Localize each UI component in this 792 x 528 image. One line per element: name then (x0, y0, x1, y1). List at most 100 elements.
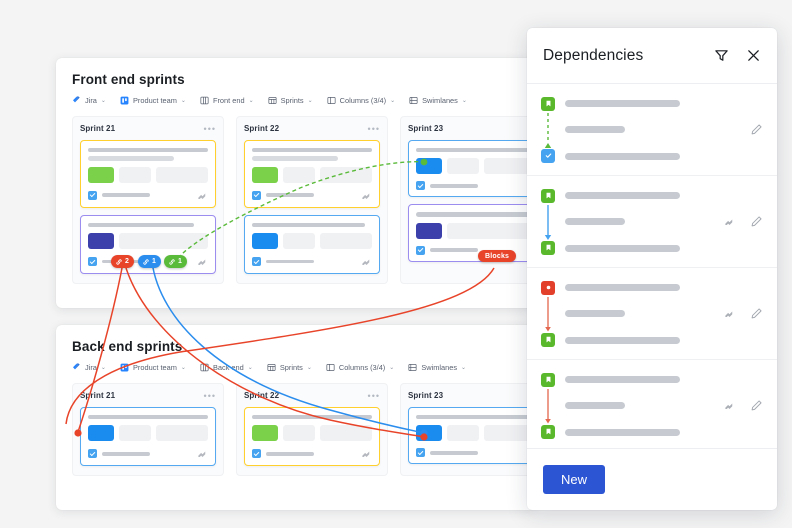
dependency-row[interactable] (527, 176, 777, 268)
card-footer (416, 181, 536, 191)
issue-card[interactable] (408, 140, 536, 198)
edit-pencil-icon[interactable] (750, 123, 763, 136)
card-footer (252, 190, 372, 201)
toolbar-item-columns[interactable]: Columns (3/4) ⌄ (326, 363, 394, 372)
toolbar-label: Sprints (279, 363, 303, 372)
toolbar-item-jira[interactable]: Jira ⌄ (72, 363, 106, 372)
toolbar-item-jira[interactable]: Jira ⌄ (72, 96, 106, 105)
card-chip (447, 222, 536, 239)
card-footer (88, 190, 208, 201)
dependency-line (565, 244, 680, 252)
card-chip (320, 166, 372, 183)
chevron-down-icon: ⌄ (180, 364, 186, 371)
column-menu-button[interactable]: ••• (367, 390, 380, 401)
close-icon[interactable] (746, 48, 761, 63)
card-chip (484, 158, 536, 175)
column-menu-button[interactable]: ••• (367, 123, 380, 134)
toolbar-label: Swimlanes (422, 96, 458, 105)
card-chip-row (416, 425, 536, 442)
dependency-row[interactable] (527, 84, 777, 176)
column-menu-button[interactable]: ••• (203, 390, 216, 401)
card-chip-row (88, 233, 208, 250)
dependency-badge-red[interactable]: 2 (111, 255, 134, 268)
chevron-down-icon: ⌄ (461, 364, 467, 371)
new-dependency-button[interactable]: New (543, 465, 606, 494)
link-icon (143, 258, 149, 265)
board-title: Front end sprints (72, 72, 185, 87)
toolbar-label: Product team (132, 96, 177, 105)
filter-icon[interactable] (714, 48, 729, 63)
task-icon (88, 190, 97, 200)
issue-card[interactable] (244, 214, 380, 275)
card-swatch (416, 425, 442, 442)
chevron-down-icon: ⌄ (390, 97, 396, 104)
dependency-arrow-blue (544, 204, 552, 240)
toolbar-item-product-team[interactable]: Product team ⌄ (120, 96, 186, 105)
dependency-line (565, 428, 680, 436)
toolbar-item-product-team[interactable]: Product team ⌄ (120, 363, 186, 372)
edit-pencil-icon[interactable] (750, 399, 763, 412)
board-icon (120, 363, 129, 372)
edit-pencil-icon[interactable] (750, 307, 763, 320)
card-line (102, 452, 150, 456)
story-icon (541, 332, 555, 347)
toolbar-item-swimlanes[interactable]: Swimlanes ⌄ (408, 363, 466, 372)
card-swatch (88, 166, 114, 183)
column-sprint-21: Sprint 21 ••• (72, 383, 224, 477)
dependency-row[interactable] (527, 268, 777, 360)
column-menu-button[interactable]: ••• (203, 123, 216, 134)
dependency-arrow-red (545, 296, 551, 331)
column-header: Sprint 21 ••• (80, 124, 216, 133)
issue-card[interactable] (408, 407, 536, 465)
jira-icon (73, 363, 80, 370)
toolbar-item-sprints[interactable]: Sprints ⌄ (267, 363, 312, 372)
issue-card[interactable] (80, 407, 216, 467)
task-icon (416, 245, 425, 255)
card-chip (119, 233, 208, 250)
task-icon (416, 181, 425, 191)
column-title: Sprint 22 (244, 124, 280, 133)
card-line (88, 156, 175, 161)
card-swatch (88, 425, 114, 442)
issue-card[interactable] (80, 140, 216, 208)
panel-actions (714, 48, 761, 63)
dependency-line (565, 152, 680, 160)
card-chip-row (252, 166, 372, 183)
dependency-row[interactable] (527, 360, 777, 448)
dependency-text-lines (565, 373, 715, 439)
edit-pencil-icon[interactable] (750, 215, 763, 228)
badge-count: 1 (152, 258, 156, 265)
card-line (416, 148, 536, 153)
table-icon (267, 364, 276, 371)
toolbar-item-sprints[interactable]: Sprints ⌄ (268, 96, 313, 105)
card-chip (320, 425, 372, 442)
card-chip-row (416, 158, 536, 175)
dependency-row-actions (750, 123, 763, 136)
issue-card[interactable] (244, 140, 380, 208)
dependency-line (565, 336, 680, 344)
blocks-pill[interactable]: Blocks (478, 250, 517, 262)
card-chip (283, 166, 316, 183)
swimlane-icon (408, 364, 417, 371)
dependency-badge-green[interactable]: 1 (164, 255, 187, 268)
issue-card[interactable] (244, 407, 380, 467)
card-line (266, 452, 314, 456)
story-icon (541, 424, 555, 439)
toolbar-item-front-end[interactable]: Front end ⌄ (200, 96, 254, 105)
toolbar-item-columns[interactable]: Columns (3/4) ⌄ (327, 96, 395, 105)
card-chip (283, 233, 316, 250)
task-icon (416, 448, 425, 458)
toolbar-item-swimlanes[interactable]: Swimlanes ⌄ (409, 96, 467, 105)
card-chip-row (88, 166, 208, 183)
jira-chevron-icon (198, 259, 206, 266)
issue-card[interactable] (408, 204, 536, 262)
column-sprint-22: Sprint 22 ••• (236, 116, 388, 285)
dependency-badge-blue[interactable]: 1 (138, 255, 161, 268)
toolbar-item-back-end[interactable]: Back end ⌄ (200, 363, 253, 372)
dependency-text-lines (565, 97, 742, 163)
column-header: Sprint 22 ••• (244, 391, 380, 400)
card-line (252, 156, 339, 161)
card-swatch (88, 233, 114, 250)
card-chip (156, 425, 208, 442)
dependency-line (565, 375, 680, 383)
